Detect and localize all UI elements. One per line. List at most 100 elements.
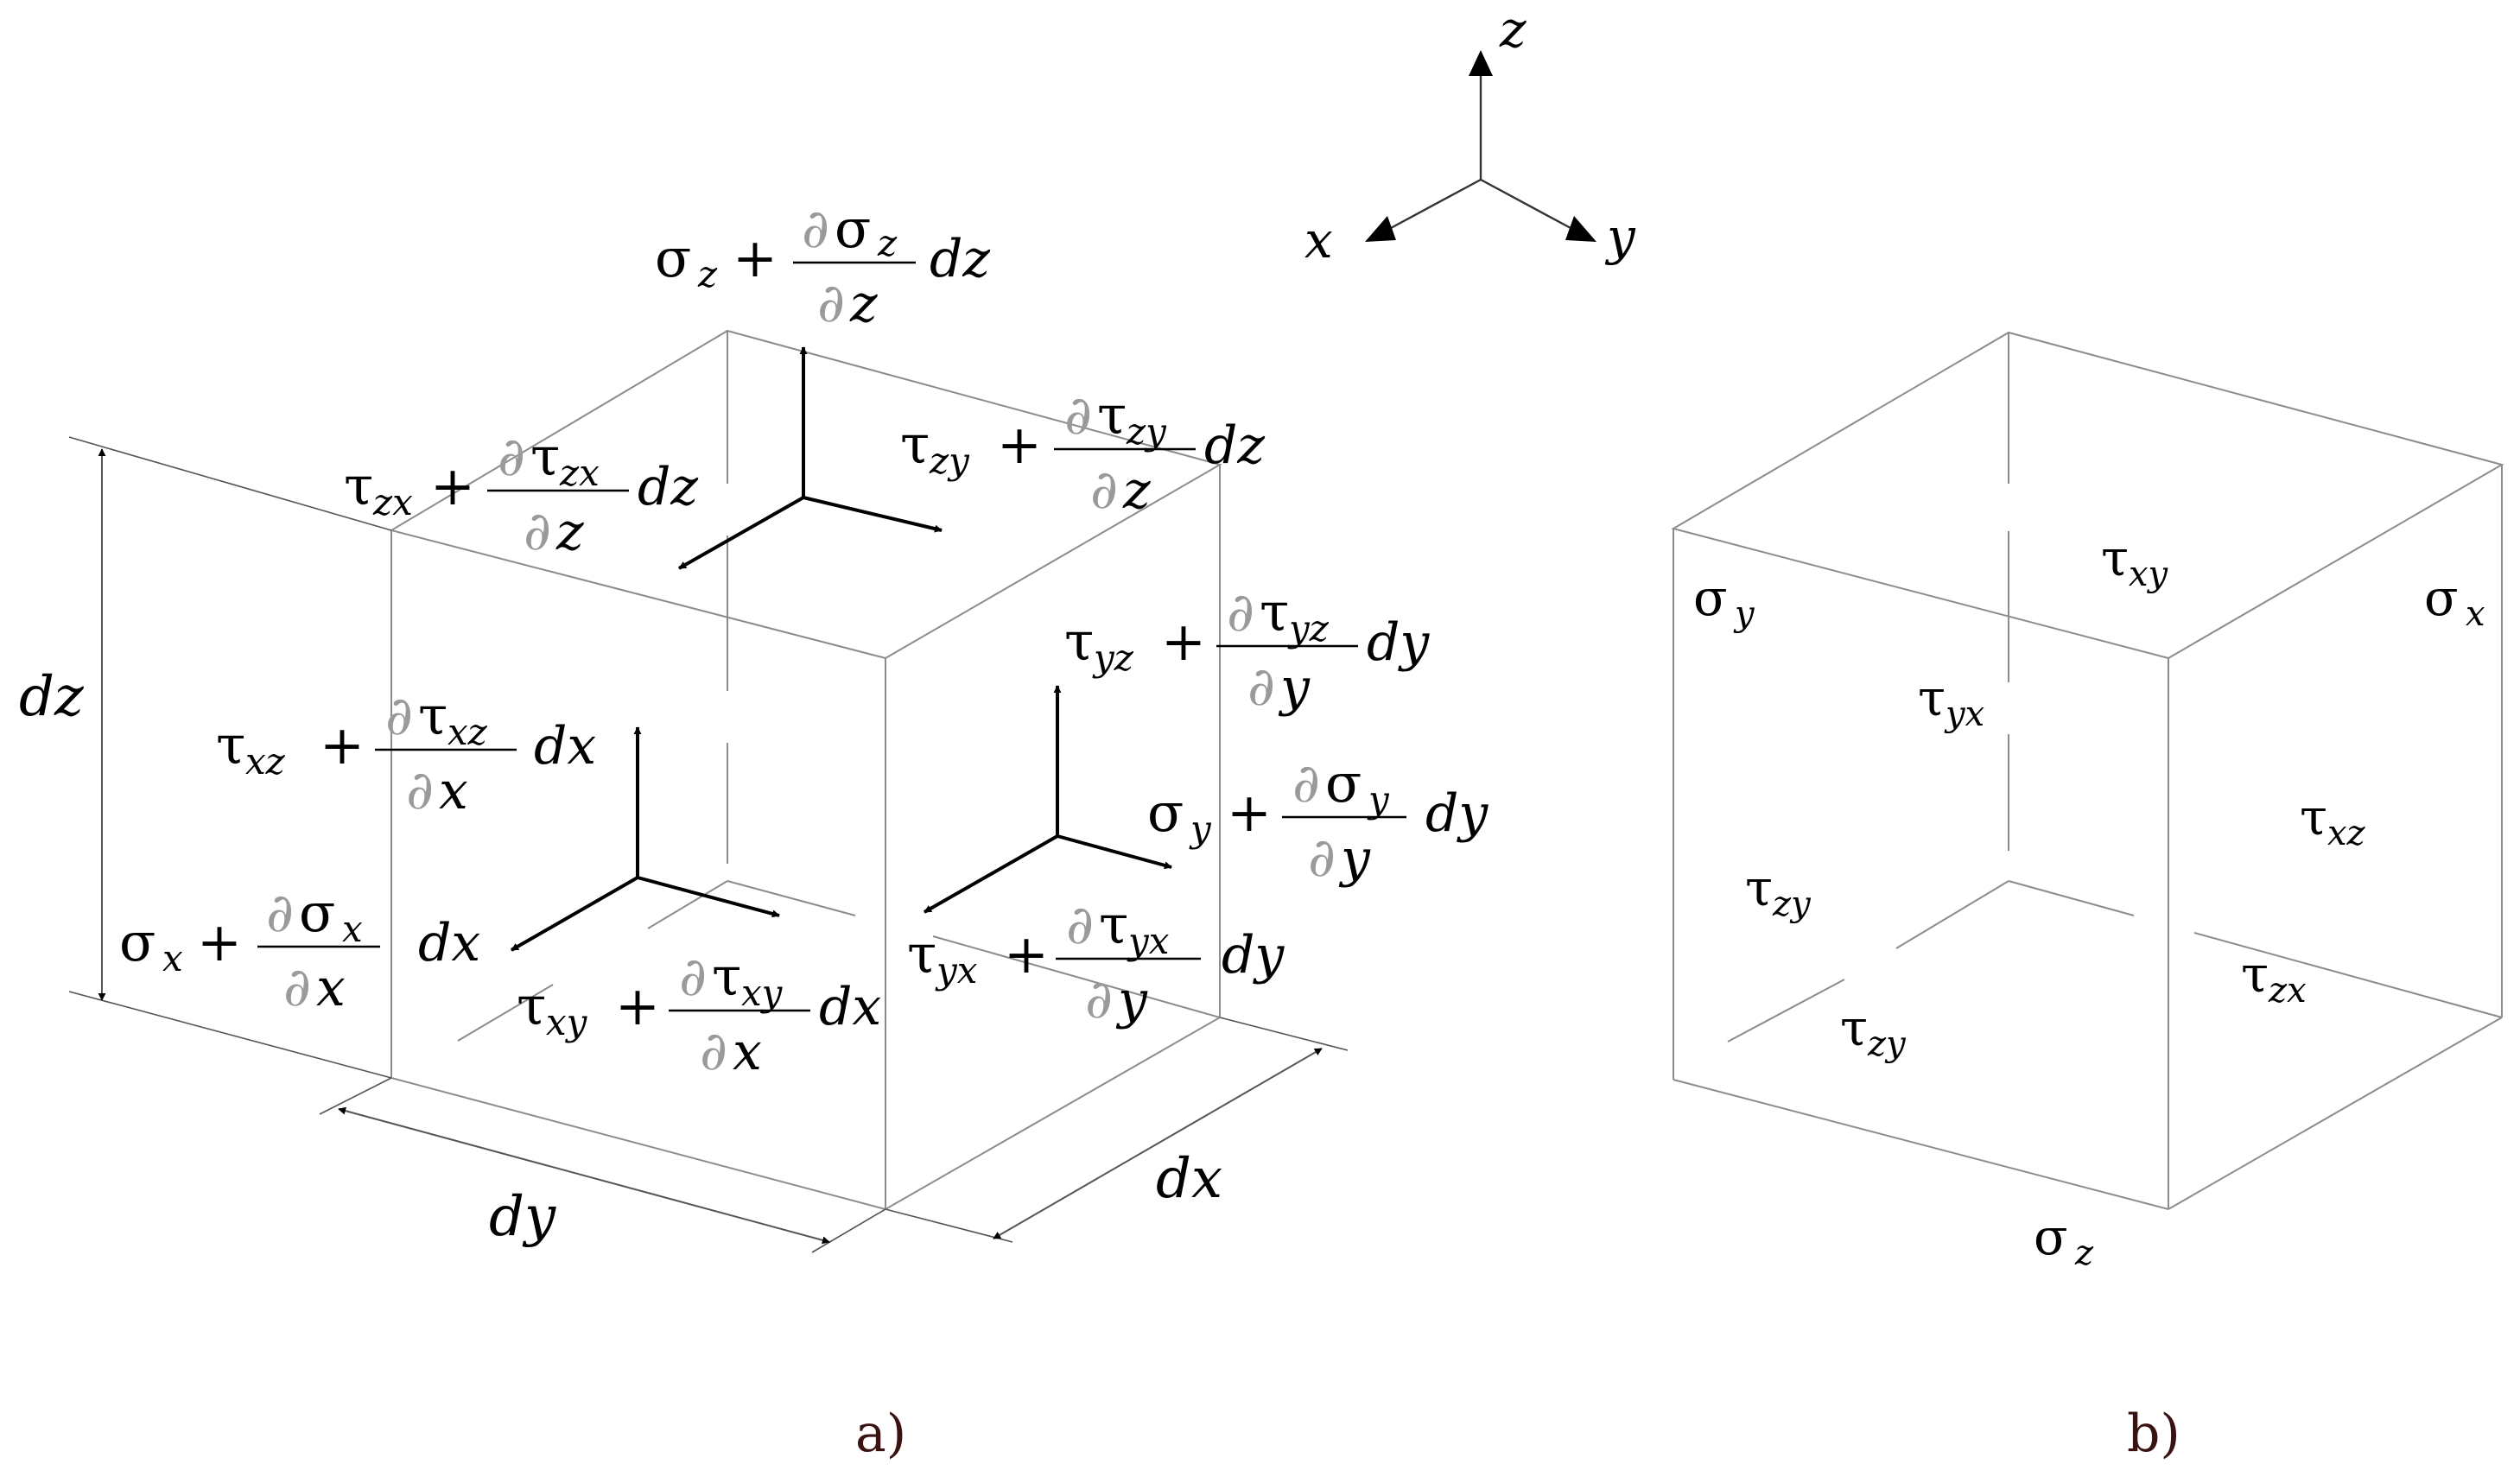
tau-zy-partial-num: ∂ xyxy=(1064,383,1092,447)
tau-xz-partial-den: ∂ xyxy=(406,758,434,821)
sigma-z-partial-num: ∂ xyxy=(802,197,829,260)
b-tau-xy-symbol: τ xyxy=(2101,529,2129,587)
b-label-sigma-x: σ x xyxy=(2424,568,2485,634)
vectors-top-face xyxy=(678,346,943,570)
sigma-x-differential: dx xyxy=(418,913,480,973)
tau-xy-plus: + xyxy=(615,974,660,1037)
tau-yx-subscript: yx xyxy=(935,949,978,992)
tau-zx-partial-num: ∂ xyxy=(498,425,525,488)
cube-b-top-face xyxy=(1671,331,2504,660)
b-sigma-y-subscript: y xyxy=(1733,594,1755,634)
label-tau-yz: τ yz + ∂ τ yz ∂ y dy xyxy=(1064,580,1430,718)
tau-yx-den-var: y xyxy=(1115,970,1148,1030)
sigma-y-partial-den: ∂ xyxy=(1308,826,1336,889)
tau-yx-differential: dy xyxy=(1222,925,1285,985)
sigma-y-den-var: y xyxy=(1338,828,1371,889)
b-tau-xz-symbol: τ xyxy=(2300,788,2327,846)
tau-zx-subscript: zx xyxy=(372,481,413,523)
labels-part-b: σ y τ xy σ x τ yx τ xz τ zy τ zx τ zy xyxy=(1693,529,2485,1273)
tau-yx-partial-num: ∂ xyxy=(1066,893,1094,956)
sigma-z-partial-den: ∂ xyxy=(817,271,845,334)
cube-a-hidden-left-2 xyxy=(457,984,554,1042)
tau-xz-den-var: x xyxy=(439,761,468,821)
b-tau-zy-1-symbol: τ xyxy=(1745,859,1773,917)
b-label-sigma-y: σ y xyxy=(1693,568,1755,634)
b-sigma-z-symbol: σ xyxy=(2034,1207,2068,1266)
sigma-x-num-symbol: σ xyxy=(299,881,335,944)
b-tau-zx-subscript: zx xyxy=(2268,971,2307,1011)
sigma-y-plus: + xyxy=(1227,781,1272,844)
tau-zy-partial-den: ∂ xyxy=(1090,458,1118,521)
label-tau-zy: τ zy + ∂ τ zy ∂ z dz xyxy=(900,383,1265,521)
axis-x-arrowhead xyxy=(1365,216,1396,242)
tau-yz-differential: dy xyxy=(1367,612,1430,673)
dx-extension-left xyxy=(885,1208,1013,1243)
tau-yz-plus: + xyxy=(1161,610,1206,673)
sigma-x-partial-num: ∂ xyxy=(266,881,294,944)
tau-xy-num-symbol: τ xyxy=(712,945,741,1008)
tau-zy-differential: dz xyxy=(1204,415,1265,476)
b-label-tau-zx: τ zx xyxy=(2241,945,2307,1011)
dy-extension-left xyxy=(319,1077,392,1115)
vector-sigma-x xyxy=(511,876,638,952)
label-sigma-y: σ y + ∂ σ y ∂ y dy xyxy=(1147,751,1489,889)
b-tau-xy-subscript: xy xyxy=(2129,555,2169,594)
cube-a-hidden-bottom-2 xyxy=(932,935,1221,1018)
tau-zy-den-var: z xyxy=(1122,460,1151,521)
sigma-x-den-var: x xyxy=(316,958,346,1018)
tau-xy-differential: dx xyxy=(819,977,881,1037)
label-sigma-z: σ z + ∂ σ z ∂ z dz xyxy=(655,197,990,334)
tau-zy-subscript: zy xyxy=(929,440,970,482)
sigma-x-subscript: x xyxy=(162,937,183,979)
vector-sigma-y xyxy=(1057,834,1172,870)
tau-xy-partial-num: ∂ xyxy=(679,945,707,1008)
tau-zx-plus: + xyxy=(430,454,475,517)
tau-xz-plus: + xyxy=(320,713,365,776)
sigma-y-subscript: y xyxy=(1189,808,1212,850)
cube-b xyxy=(1671,331,2504,1210)
tau-xy-symbol: τ xyxy=(517,974,546,1037)
vector-tau-yx xyxy=(924,834,1058,914)
tau-zy-symbol: τ xyxy=(900,413,930,476)
tau-xy-subscript: xy xyxy=(546,1001,588,1043)
b-label-tau-zy-lower: τ zy xyxy=(1840,998,1907,1064)
tau-zy-plus: + xyxy=(997,413,1042,476)
sigma-y-symbol: σ xyxy=(1147,781,1184,844)
cube-b-right-bottom-edge xyxy=(2168,1017,2503,1210)
b-tau-xz-subscript: xz xyxy=(2327,814,2366,853)
sigma-y-num-subscript: y xyxy=(1367,778,1390,821)
caption-a: a) xyxy=(855,1404,906,1464)
cube-b-hidden-bottom-1 xyxy=(2008,880,2135,916)
tau-yx-num-subscript: yx xyxy=(1127,920,1170,962)
tau-yx-symbol: τ xyxy=(907,922,936,985)
cube-b-hidden-bottom-2 xyxy=(2193,932,2503,1018)
b-tau-zy-2-symbol: τ xyxy=(1840,998,1868,1057)
b-sigma-x-symbol: σ xyxy=(2424,568,2459,627)
tau-yx-num-symbol: τ xyxy=(1099,893,1128,956)
tau-yx-plus: + xyxy=(1004,922,1049,985)
tau-yz-num-subscript: yz xyxy=(1287,607,1330,650)
dy-extension-right xyxy=(811,1208,886,1253)
tau-xz-subscript: xz xyxy=(245,740,286,783)
b-tau-zy-2-subscript: zy xyxy=(1867,1024,1907,1064)
tau-xy-partial-den: ∂ xyxy=(700,1019,727,1082)
cube-b-hidden-left-2 xyxy=(1727,979,1845,1043)
tau-zx-differential: dz xyxy=(638,457,698,517)
sigma-x-num-subscript: x xyxy=(342,908,363,950)
tau-yz-subscript: yz xyxy=(1092,637,1134,679)
b-sigma-z-subscript: z xyxy=(2074,1233,2094,1273)
dx-extension-right xyxy=(1219,1017,1349,1051)
vector-tau-zx xyxy=(678,496,804,570)
vector-tau-zy xyxy=(803,496,943,533)
sigma-x-partial-den: ∂ xyxy=(283,955,311,1018)
tau-xz-num-subscript: xz xyxy=(448,711,488,753)
tau-zx-den-var: z xyxy=(555,502,584,562)
sigma-x-symbol: σ xyxy=(119,910,156,973)
dimensions-a: dz dy dx xyxy=(19,436,1349,1253)
dy-dimension-line xyxy=(338,1106,830,1245)
axis-y-arrowhead xyxy=(1565,216,1596,242)
tau-yz-partial-den: ∂ xyxy=(1247,655,1275,718)
label-sigma-x: σ x + ∂ σ x ∂ x dx xyxy=(119,881,480,1018)
sigma-y-differential: dy xyxy=(1425,783,1489,844)
